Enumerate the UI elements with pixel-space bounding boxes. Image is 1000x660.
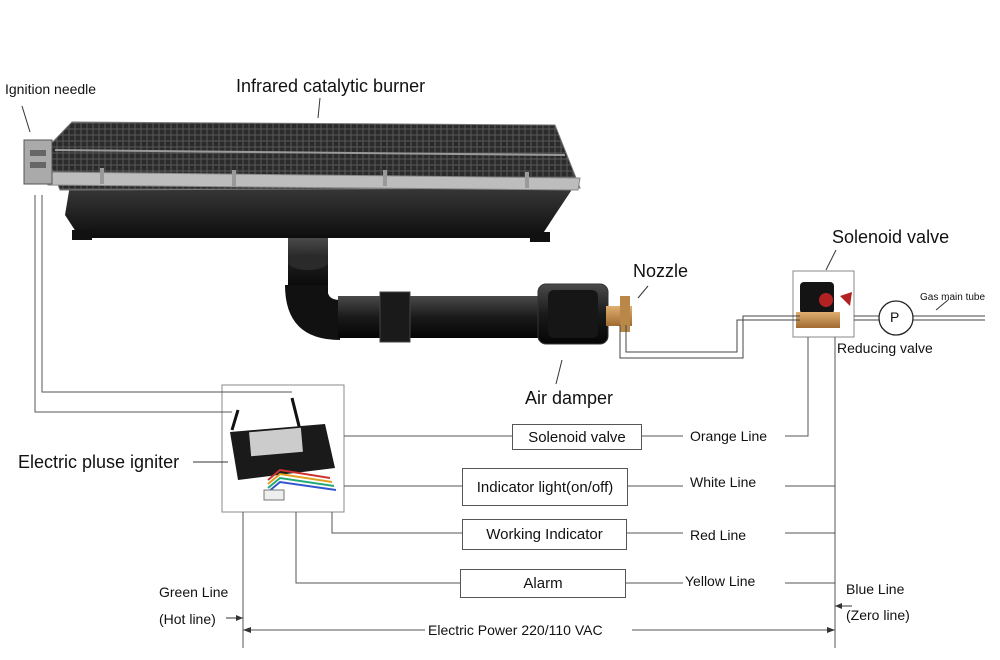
white-line-label: White Line	[690, 474, 757, 490]
arrow-shafts	[226, 605, 852, 619]
power-label: Electric Power 220/110 VAC	[428, 622, 603, 638]
nozzle-label: Nozzle	[633, 261, 689, 281]
working-indicator-box: Working Indicator	[462, 519, 627, 550]
hot-line-label: (Hot line)	[159, 611, 216, 627]
ignition-needle-label: Ignition needle	[5, 81, 97, 97]
air-damper-label: Air damper	[525, 388, 614, 408]
solenoid-valve	[796, 282, 852, 328]
gas-line	[619, 315, 985, 359]
red-line-label: Red Line	[690, 527, 747, 543]
yellow-line-label: Yellow Line	[685, 573, 756, 589]
igniter-module	[230, 397, 337, 501]
ignition-wires	[34, 195, 292, 413]
alarm-box: Alarm	[460, 569, 626, 598]
nozzle	[606, 296, 632, 332]
pressure-symbol: P	[890, 309, 900, 325]
reducing-valve-label: Reducing valve	[837, 340, 933, 356]
orange-line-label: Orange Line	[690, 428, 768, 444]
infrared-burner	[23, 121, 581, 242]
green-line-label: Green Line	[159, 584, 229, 600]
leader-lines	[21, 97, 949, 463]
solenoid-valve-box: Solenoid valve	[512, 424, 642, 450]
solenoid-valve-label: Solenoid valve	[832, 227, 950, 247]
gas-pipe	[285, 238, 609, 345]
zero-line-label: (Zero line)	[846, 607, 910, 623]
gas-main-tube-label: Gas main tube	[920, 292, 986, 303]
blue-line-label: Blue Line	[846, 581, 905, 597]
igniter-label: Electric pluse igniter	[18, 452, 180, 472]
burner-label: Infrared catalytic burner	[236, 76, 426, 96]
control-wiring	[242, 337, 836, 648]
reducing-valve	[878, 300, 914, 336]
indicator-light-box: Indicator light(on/off)	[462, 468, 628, 506]
